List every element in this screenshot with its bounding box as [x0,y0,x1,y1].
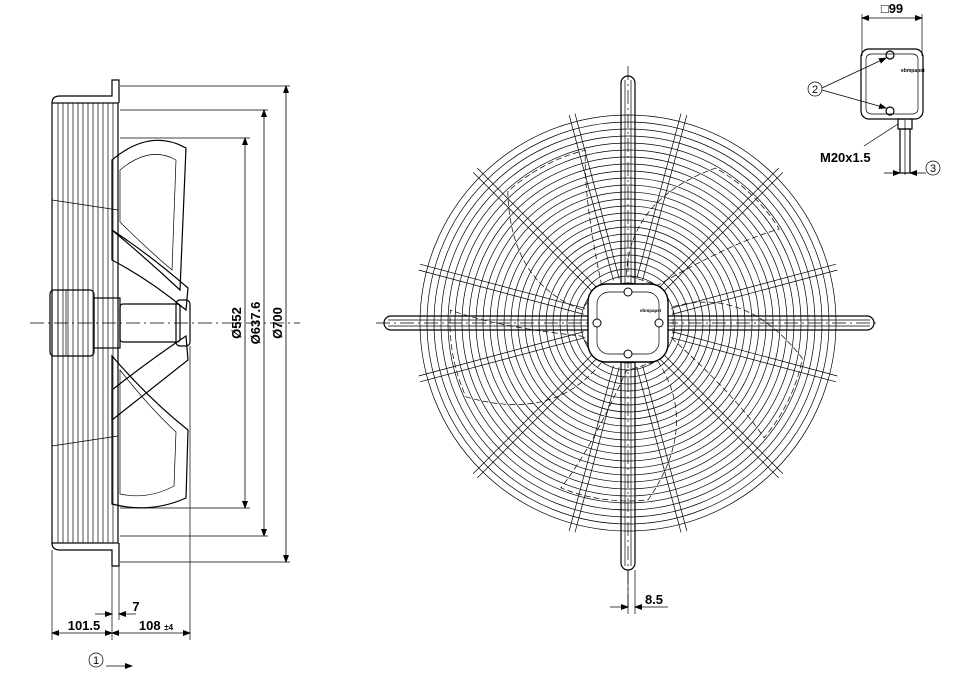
guard-spoke [472,352,595,474]
guard-ring [496,191,760,455]
guard-ring [419,114,837,532]
thread-label: M20x1.5 [820,150,871,165]
guard-ring [482,177,774,469]
front-dim-85: 8.5 [610,570,668,614]
guard-spoke [574,367,620,533]
guard-ring [524,219,732,427]
guard-ring [573,268,683,378]
guard-ring [468,163,788,483]
callout-2 [807,81,823,97]
dim-d637: Ø637.6 [248,302,263,345]
hub-logo: ebmpapst [640,308,662,313]
guard-ring [566,261,690,385]
guard-ring [475,170,781,476]
svg-text:3: 3 [930,163,936,175]
fan-blade [507,149,602,311]
fan-blade [625,167,780,286]
side-motor [49,289,181,357]
guard-ring [461,156,795,490]
side-guard [51,79,120,567]
guard-ring [531,226,725,420]
guard-ring [503,198,753,448]
guard-spoke [477,356,599,479]
guard-spoke [642,115,688,281]
guard-spoke [472,172,595,294]
terminal-box: □99 ebmpapst 2 M20x1.5 3 [807,1,941,176]
guard-ring [538,233,718,413]
guard-ring [447,142,809,504]
guard-spoke [670,263,836,309]
svg-text:1: 1 [93,655,99,667]
svg-text:8.5: 8.5 [645,592,663,607]
guard-ring [559,254,697,392]
guard-spoke [418,331,584,377]
guard-spokes [418,113,838,533]
guard-spoke [574,113,620,279]
dim-d700: Ø700 [270,307,285,339]
airflow-callout: 1 [88,652,133,669]
guard-ring [433,128,823,518]
guard-spoke [636,367,682,533]
dim-101: 101.5 [68,618,101,633]
guard-rings [419,114,837,532]
guard-spoke [642,365,688,531]
guard-spoke [568,365,614,531]
guard-spoke [420,263,586,309]
side-blades [111,139,191,509]
guard-spoke [568,115,614,281]
front-hub: ebmpapst [587,283,669,363]
callout-3 [925,160,941,176]
guard-spoke [477,167,599,290]
guard-spoke [672,331,838,377]
dim-108: 108 ±4 [139,618,174,633]
dim-99: □99 [881,1,903,16]
guard-ring [545,240,711,406]
guard-spoke [657,167,779,290]
front-view: ebmpapst 8.5 [376,66,880,614]
fan-blades [449,149,803,502]
guard-spoke [420,337,586,383]
guard-ring [426,121,830,525]
guard-ring [489,184,767,462]
svg-text:2: 2 [812,84,818,96]
guard-spoke [661,352,784,474]
guard-spoke [670,337,836,383]
guard-spoke [657,356,779,479]
side-view: Ø552 Ø637.6 Ø700 101.5 7 108 ±4 1 [30,79,300,669]
side-dimensions: Ø552 Ø637.6 Ø700 101.5 7 108 ±4 [51,85,290,640]
guard-ring [552,247,704,399]
guard-spoke [636,113,682,279]
guard-spoke [661,172,784,294]
fan-blade [560,360,677,502]
guard-ring [510,205,746,441]
dim-d552: Ø552 [229,307,244,339]
guard-ring [454,149,802,497]
fan-blade [449,309,602,405]
fan-blade [672,301,803,439]
guard-ring [580,275,676,371]
guard-spoke [672,269,838,315]
box-logo: ebmpapst [901,68,925,74]
guard-ring [440,135,816,511]
dim-7: 7 [132,599,139,614]
guard-ring [517,212,739,434]
guard-spoke [418,269,584,315]
